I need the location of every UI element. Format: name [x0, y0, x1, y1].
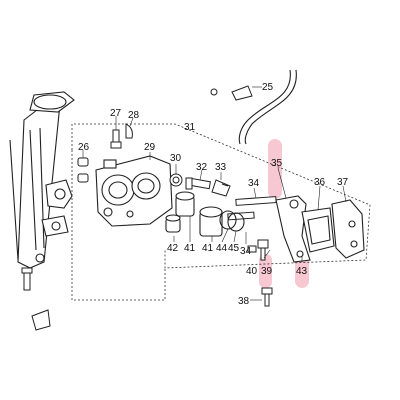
part-27-bleed-screw	[110, 129, 122, 149]
part-42-piston	[165, 214, 181, 233]
part-labels: 25 26 27 28 29 30 31 32 33 34 35 36 37 3…	[78, 82, 349, 307]
part-37-shim	[331, 199, 365, 259]
highlight-39	[259, 254, 272, 288]
label-35: 35	[271, 158, 283, 169]
label-26: 26	[78, 142, 90, 153]
label-31: 31	[184, 122, 196, 133]
label-42: 42	[167, 243, 179, 254]
label-43: 43	[296, 266, 308, 277]
part-26-nuts	[77, 157, 89, 183]
part-44-45-seals	[219, 210, 245, 232]
label-34-upper: 34	[248, 178, 260, 189]
part-35-bracket	[275, 195, 311, 263]
label-25: 25	[262, 82, 274, 93]
part-38-bolt	[261, 287, 273, 307]
bolt-lower-left	[21, 267, 51, 331]
brake-hose	[238, 69, 297, 145]
label-30: 30	[170, 153, 182, 164]
assembly-boundary	[71, 123, 371, 301]
label-41-right: 41	[202, 243, 214, 254]
part-25-clamp	[210, 85, 253, 101]
label-41-left: 41	[184, 243, 196, 254]
part-32-pin	[185, 177, 211, 190]
part-29-caliper-body	[95, 155, 173, 227]
label-39: 39	[261, 266, 273, 277]
label-28: 28	[128, 110, 140, 121]
part-41-pistons	[175, 191, 223, 237]
part-39-40-bolts	[247, 239, 269, 261]
label-37: 37	[337, 177, 349, 188]
label-33: 33	[215, 162, 227, 173]
label-29: 29	[144, 142, 156, 153]
label-34-lower: 34	[240, 246, 252, 257]
leader-lines	[115, 86, 347, 301]
part-36-brake-pad	[301, 207, 335, 253]
label-27: 27	[110, 108, 122, 119]
label-36: 36	[314, 177, 326, 188]
highlight-35	[268, 139, 282, 199]
label-45: 45	[228, 243, 240, 254]
label-32: 32	[196, 162, 208, 173]
front-fork-leg	[9, 91, 75, 269]
label-38: 38	[238, 296, 250, 307]
part-30-ring	[169, 173, 183, 187]
label-44: 44	[216, 243, 228, 254]
label-40: 40	[246, 266, 258, 277]
part-33-clip	[211, 179, 231, 197]
part-28-cap	[125, 123, 133, 139]
